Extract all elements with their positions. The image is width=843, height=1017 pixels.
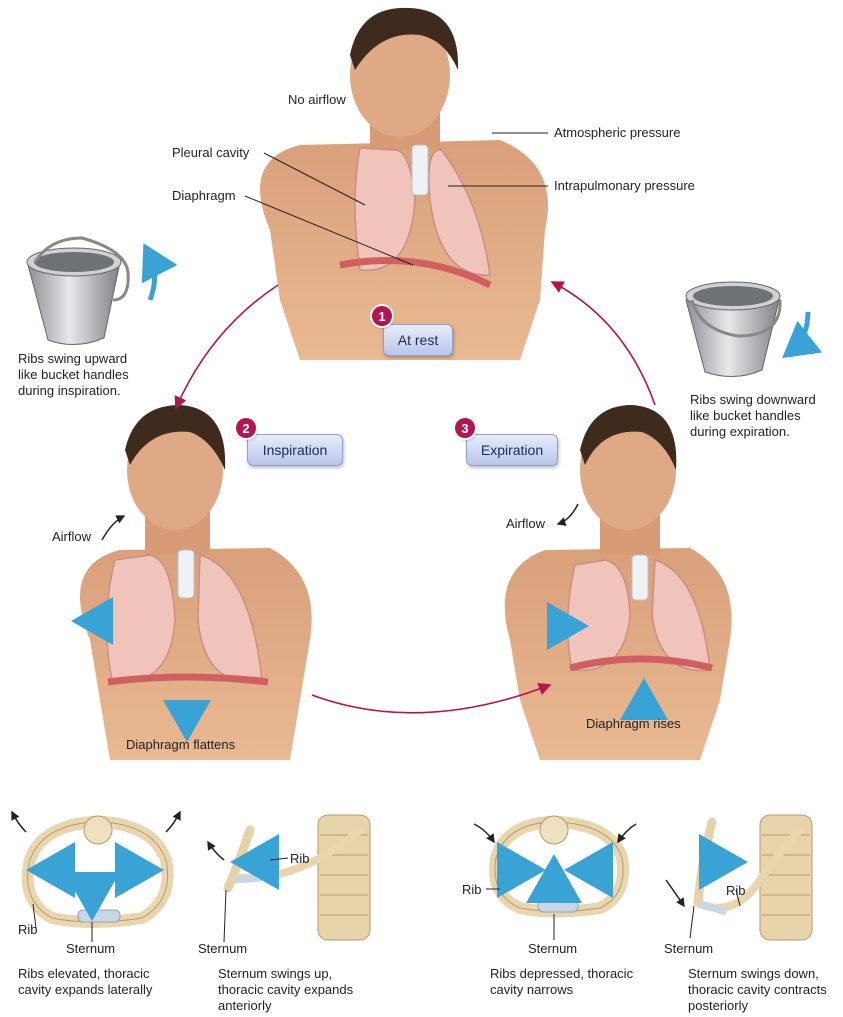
- label-diaphragm: Diaphragm: [172, 188, 236, 204]
- step-at-rest: At rest: [383, 324, 453, 356]
- step-1-badge: 1: [372, 306, 392, 326]
- figure-at-rest: [260, 8, 548, 360]
- panel-3-sternum-label: Sternum: [528, 941, 577, 957]
- bucket-left-icon: [27, 238, 155, 345]
- label-pleural-cavity: Pleural cavity: [172, 145, 249, 161]
- label-intrapulmonary-pressure: Intrapulmonary pressure: [554, 178, 695, 194]
- rib-panel-4-art: [666, 815, 812, 940]
- rib-panel-3-art: [474, 816, 636, 940]
- panel-1-rib-label: Rib: [18, 922, 38, 938]
- step-at-rest-label: At rest: [398, 332, 438, 348]
- panel-2-sternum-label: Sternum: [198, 941, 247, 957]
- rib-panel-2-art: [208, 815, 370, 942]
- panel-4-sternum-label: Sternum: [664, 941, 713, 957]
- label-airflow-in: Airflow: [52, 529, 91, 545]
- panel-2-rib-label: Rib: [290, 851, 310, 867]
- step-3-badge: 3: [455, 418, 475, 438]
- step-expiration-label: Expiration: [481, 442, 543, 458]
- label-diaphragm-flattens: Diaphragm flattens: [126, 737, 235, 753]
- label-no-airflow: No airflow: [288, 92, 346, 108]
- panel-4-caption: Sternum swings down, thoracic cavity con…: [688, 966, 827, 1014]
- panel-3-caption: Ribs depressed, thoracic cavity narrows: [490, 966, 633, 998]
- airflow-out-arrow: [558, 504, 578, 524]
- airflow-in-arrow: [102, 516, 124, 540]
- panel-2-caption: Sternum swings up, thoracic cavity expan…: [218, 966, 353, 1014]
- panel-3-rib-label: Rib: [462, 882, 482, 898]
- step-inspiration: Inspiration: [247, 434, 343, 466]
- caption-bucket-right: Ribs swing downward like bucket handles …: [690, 392, 816, 440]
- step-inspiration-label: Inspiration: [263, 442, 328, 458]
- panel-1-sternum-label: Sternum: [66, 941, 115, 957]
- label-airflow-out: Airflow: [506, 516, 545, 532]
- label-diaphragm-rises: Diaphragm rises: [586, 716, 681, 732]
- panel-1-caption: Ribs elevated, thoracic cavity expands l…: [18, 966, 152, 998]
- panel-4-rib-label: Rib: [726, 883, 746, 899]
- caption-bucket-left: Ribs swing upward like bucket handles du…: [18, 351, 129, 399]
- label-atmospheric-pressure: Atmospheric pressure: [554, 125, 680, 141]
- step-expiration: Expiration: [466, 434, 558, 466]
- step-2-badge: 2: [236, 418, 256, 438]
- bucket-right-icon: [686, 282, 808, 377]
